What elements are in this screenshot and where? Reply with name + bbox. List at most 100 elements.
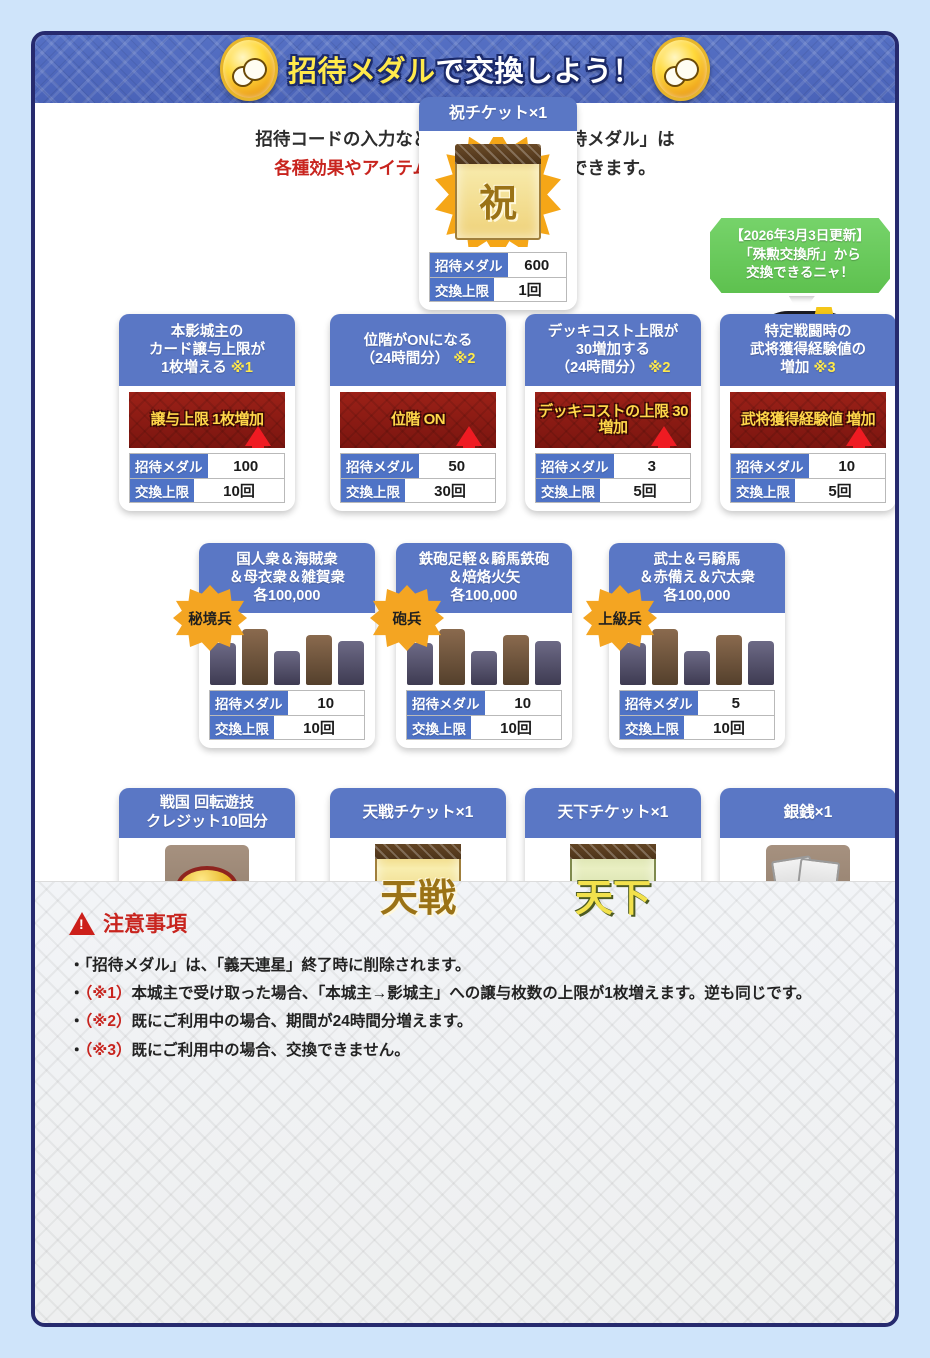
stat-value: 10回 [274,716,364,739]
stat-value: 50 [418,454,495,478]
card-footnote-marker: ※3 [809,360,836,377]
notice-marker: （※2） [84,1013,132,1031]
stat-value: 10 [287,691,364,715]
troop-figure [535,641,561,685]
item-thumbnail: デッキコストの上限 30増加 [535,392,691,448]
stat-label: 交換上限 [620,716,684,739]
banner-art-text: デッキコストの上限 30増加 [538,403,688,436]
effect-banner-art: 武将獲得経験値 増加 [730,392,886,448]
intro-section: 招待コードの入力などで獲得できる「招待メダル」は 各種効果やアイテムと交換するこ… [35,97,895,993]
troop-figure [471,651,497,685]
card-title: 位階がONになる（24時間分） ※2 [330,314,506,386]
card-title: 戦国 回転遊技クレジット10回分 [119,788,295,838]
card-title-line: 各100,000 [450,588,518,605]
up-arrow-icon [651,426,677,448]
troop-figure [503,635,529,685]
ticket-art-holder: 天戦 [375,844,461,930]
ticket-art: 天下 [570,844,656,930]
card-title: 特定戦闘時の武将獲得経験値の増加 ※3 [720,314,895,386]
card-title: 天戦チケット×1 [330,788,506,838]
stat-label: 招待メダル [536,454,614,478]
card-title: 鉄砲足軽＆騎馬鉄砲＆焙烙火矢各100,000 [396,543,572,613]
stat-value: 100 [207,454,284,478]
stat-label: 招待メダル [407,691,485,715]
warning-triangle-icon [69,911,95,935]
card-title-line: クレジット10回分 [146,813,268,830]
stat-value: 1回 [494,278,566,301]
item-thumbnail [619,619,775,685]
card-title-line: 祝チケット×1 [448,105,548,122]
up-arrow-icon [456,426,482,448]
ticket-art-text: 天戦 [379,877,456,920]
troop-figure [242,629,268,685]
troop-unit-art [406,619,562,685]
card-footnote-marker: ※2 [449,351,476,367]
stat-value: 5回 [600,479,690,502]
push-button-icon: PUSH [176,866,238,908]
troop-figure [274,651,300,685]
banner-art-text: 位階 ON [390,411,446,429]
troop-unit-art [209,619,365,685]
troop-figure [716,635,742,685]
bubble-line-1: 【2026年3月3日更新】 [730,228,870,243]
stat-label: 交換上限 [731,479,795,502]
notice-marker: （※3） [84,1041,132,1059]
item-thumbnail: 位階 ON [340,392,496,448]
stat-value: 10 [484,691,561,715]
notice-heading: 注意事項 [69,908,861,938]
card-footnote-marker: ※2 [644,360,671,377]
item-thumbnail [406,619,562,685]
card-title: 祝チケット×1 [419,97,577,131]
card-title-line: 戦国 回転遊技 [159,794,255,812]
troop-figure [748,641,774,685]
card-title-line: 天戦チケット×1 [362,804,474,822]
troop-figure [684,651,710,685]
notice-marker: （※1） [84,985,132,1003]
card-title: 武士＆弓騎馬＆赤備え＆穴太衆各100,000 [609,543,785,613]
banner-art-text: 譲与上限 1枚増加 [150,411,264,429]
stat-value: 600 [507,253,566,277]
item-thumbnail: 天戦 [340,844,496,930]
notice-bullet: ・ [69,1013,85,1031]
notice-item: ・（※1）本城主で受け取った場合、「本城主→影城主」への譲与枚数の上限が1枚増え… [69,980,861,1008]
notice-text: 既にご利用中の場合、期間が24時間分増えます。 [131,1013,473,1031]
stat-label: 招待メダル [210,691,288,715]
card-title-line: ＆赤備え＆穴太衆 [639,569,755,586]
effect-banner-art: デッキコストの上限 30増加 [535,392,691,448]
stat-value: 10回 [194,479,284,502]
notice-text: 本城主で受け取った場合、「本城主→影城主」への譲与枚数の上限が1枚増えます。逆も… [131,985,812,1003]
main-frame: 招待メダルで交換しよう！ 招待コードの入力などで獲得できる「招待メダル」は 各種… [31,31,899,1327]
stat-label: 交換上限 [536,479,600,502]
notice-section: 注意事項 ・「招待メダル」は、「義天連星」終了時に削除されます。・（※1）本城主… [35,881,895,1323]
notice-text: ・「招待メダル」は、「義天連星」終了時に削除されます。 [69,957,471,974]
stat-label: 招待メダル [341,454,419,478]
card-title-line: 銀銭×1 [783,804,833,822]
